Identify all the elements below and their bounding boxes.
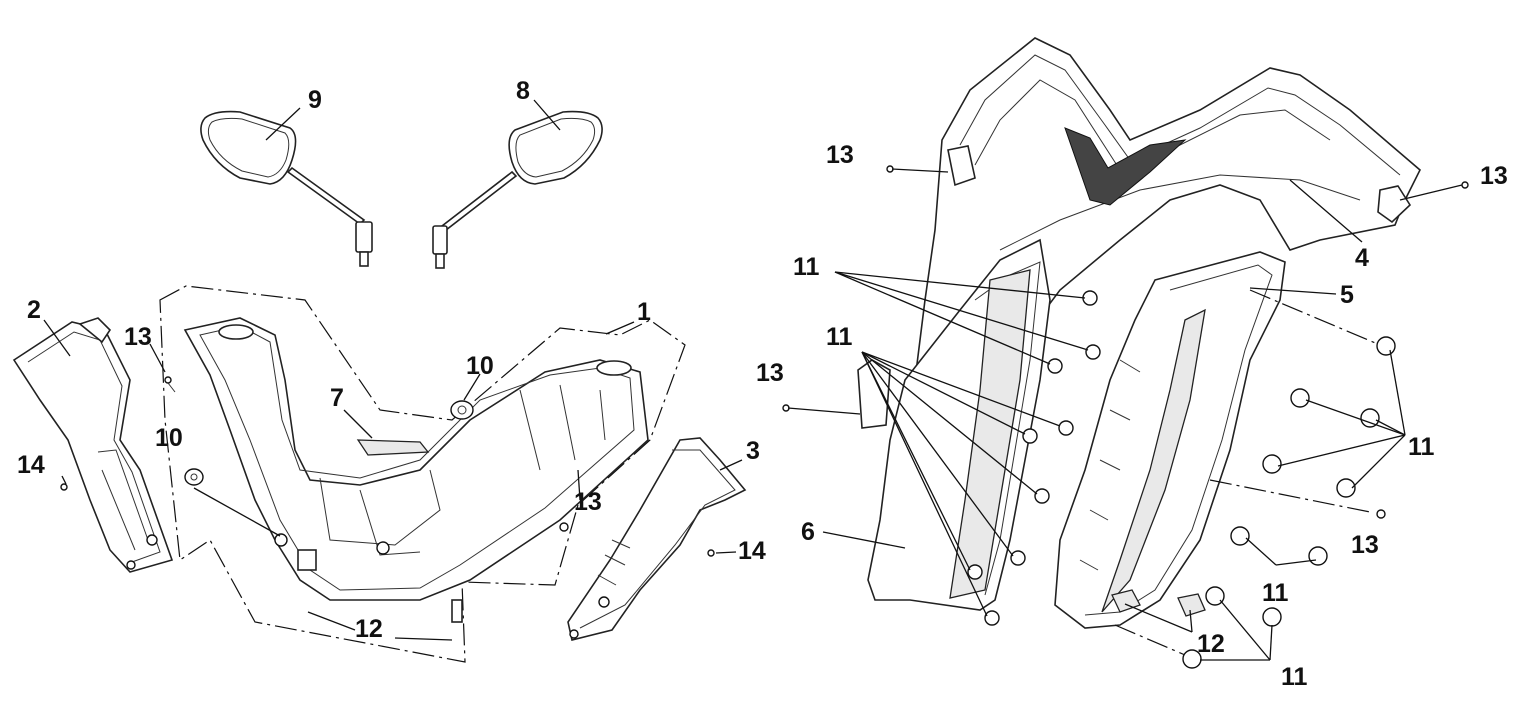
callout-14: 14	[17, 451, 45, 479]
screw-13-center	[559, 522, 569, 532]
callout-10: 10	[155, 424, 183, 452]
callout-11: 11	[826, 323, 853, 351]
callout-11: 11	[1262, 579, 1289, 607]
right-leader-lines	[787, 168, 1463, 661]
callout-4: 4	[1355, 244, 1369, 272]
clips-12-right	[1111, 589, 1206, 617]
callout-6: 6	[801, 518, 815, 546]
screw-13-left	[164, 376, 176, 393]
sticker-7	[356, 439, 430, 456]
left-leader-lines	[43, 99, 743, 641]
assembly-outline	[159, 285, 686, 663]
callout-7: 7	[330, 384, 344, 412]
left-mirror	[200, 110, 373, 267]
callout-13: 13	[826, 141, 854, 169]
callout-11: 11	[1408, 433, 1435, 461]
screw-14-left	[60, 483, 68, 491]
callout-13: 13	[756, 359, 784, 387]
left-side-cover	[12, 317, 174, 573]
callout-12: 12	[355, 615, 383, 643]
right-side-cover	[567, 437, 747, 641]
left-inner-panel	[857, 238, 1051, 611]
callout-11: 11	[1281, 663, 1308, 691]
callout-13: 13	[124, 323, 152, 351]
right-mirror	[432, 110, 603, 269]
callout-13: 13	[574, 488, 602, 516]
right-phantom-lines	[1114, 289, 1381, 656]
cap-nut-10-upper	[450, 400, 474, 420]
right-inner-panel	[1054, 251, 1286, 629]
callout-2: 2	[27, 296, 41, 324]
cap-nut-10-lower	[184, 468, 204, 486]
callout-10: 10	[466, 352, 494, 380]
callout-5: 5	[1340, 281, 1354, 309]
callout-8: 8	[516, 77, 530, 105]
callout-11: 11	[793, 253, 820, 281]
callout-12: 12	[1197, 630, 1225, 658]
callout-3: 3	[746, 437, 760, 465]
callout-9: 9	[308, 86, 322, 114]
handlebar-center-cover	[183, 317, 649, 623]
callout-13: 13	[1480, 162, 1508, 190]
callout-13: 13	[1351, 531, 1379, 559]
callout-14: 14	[738, 537, 766, 565]
callout-1: 1	[637, 298, 651, 326]
screw-14-right	[707, 549, 715, 557]
